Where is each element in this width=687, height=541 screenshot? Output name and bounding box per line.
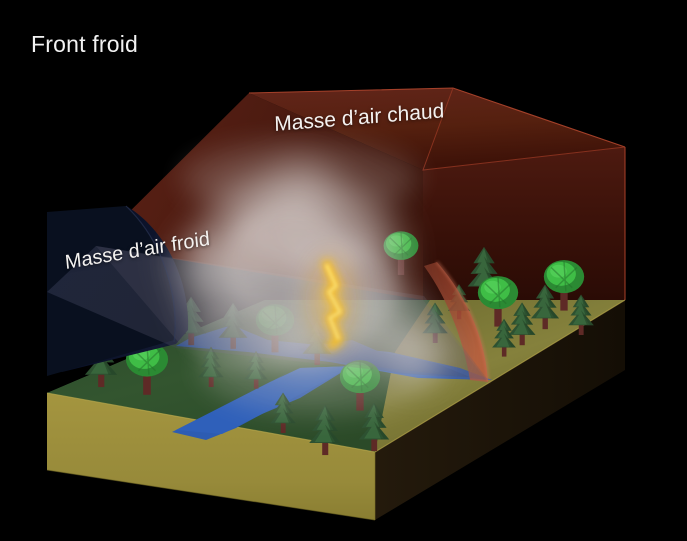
warm-air-top-face: [249, 88, 625, 170]
ground-bottom-edge: [46, 469, 376, 521]
front-boundary-arc: [424, 262, 488, 382]
scene-atmospheric-haze: [150, 250, 470, 370]
ground-right-face: [375, 300, 625, 520]
warm-air-right-face: [423, 147, 625, 300]
front-boundary-surface: [424, 261, 489, 383]
cloud-anvil: [180, 140, 420, 216]
warm-air-ridge-edge: [422, 87, 626, 171]
front-boundary-arc-highlight: [436, 261, 489, 383]
page-title: Front froid: [31, 31, 139, 57]
ground-front-face: [47, 393, 375, 520]
